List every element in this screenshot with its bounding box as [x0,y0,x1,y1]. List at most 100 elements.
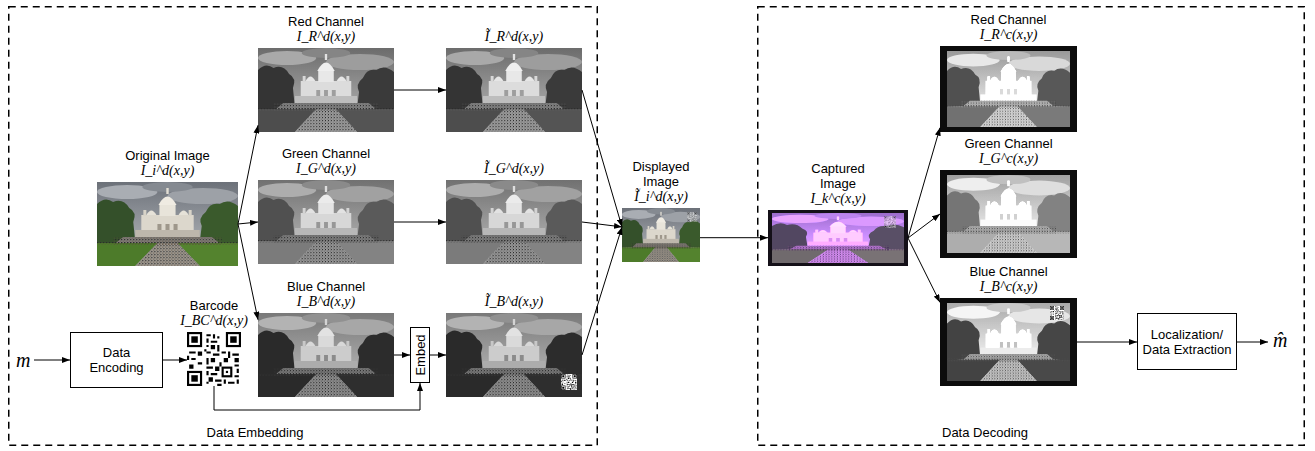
flow-arrow [394,222,446,223]
region-title: Data Decoding [942,425,1028,440]
caption-group: Displayed ImageĨ_i^d(x,y) [621,159,701,205]
math-label: I_G^c(x,y) [939,151,1079,167]
caption-text: Blue Channel [256,279,396,294]
caption-group: Ĩ_R^d(x,y) [444,29,584,45]
caption-group: Original ImageI_i^d(x,y) [88,148,248,179]
caption-group: Ĩ_B^d(x,y) [444,294,584,310]
process-box: Localization/ Data Extraction [1137,313,1237,370]
embedded-barcode [561,374,577,390]
image-panel: Green ChannelI_G^d(x,y) [258,180,394,264]
image-panel: Ĩ_B^d(x,y) [446,313,582,397]
flow-arrow [908,214,940,238]
message-symbol: m̂ [1273,329,1287,351]
caption-group: Red ChannelI_R^c(x,y) [939,12,1079,43]
math-label: I_B^d(x,y) [256,294,396,310]
flow-arrow [1077,342,1137,343]
embedded-barcode [687,212,697,222]
math-label: Ĩ_G^d(x,y) [444,161,584,177]
image-panel: Captured ImageI_k^c(x,y) [768,210,908,266]
caption-text: Green Channel [256,146,396,161]
red-channel-photo [446,48,582,132]
caption-group: Green ChannelI_G^c(x,y) [939,136,1079,167]
original-photo [97,182,238,266]
dashed-region: Data EmbeddingOriginal ImageI_i^d(x,y)Re… [8,6,598,446]
math-label: I_BC^d(x,y) [169,313,259,329]
region-outline [757,6,1305,446]
captured-red-channel [940,46,1077,132]
green-channel-photo [446,180,582,264]
caption-text: Red Channel [939,12,1079,27]
captured-photo [768,210,908,266]
image-panel: Red ChannelI_R^d(x,y) [258,48,394,132]
caption-text: Barcode [169,298,259,313]
blue-channel-photo [446,313,582,397]
box-label: Localization/ Data Extraction [1142,327,1232,357]
math-label: I_G^d(x,y) [256,161,396,177]
barcode-image [187,332,241,386]
box-label: Data Encoding [75,345,158,375]
dashed-border [758,7,1305,446]
process-box: Embed [410,327,430,383]
flow-arrow [238,125,258,224]
caption-group: BarcodeI_BC^d(x,y) [169,298,259,329]
caption-text: Red Channel [256,14,396,29]
caption-text: Blue Channel [939,264,1079,279]
math-label: I_R^c(x,y) [939,27,1079,43]
flow-arrow [908,128,940,238]
flow-arrow [214,383,420,410]
image-panel: Blue ChannelI_B^d(x,y) [258,313,394,397]
red-channel-photo [258,48,394,132]
image-panel: Blue ChannelI_B^c(x,y) [940,298,1077,386]
message-arrow [34,342,1268,360]
math-label: I_R^d(x,y) [256,29,396,45]
region-title: Data Embedding [207,425,304,440]
flow-arrow [394,90,446,91]
image-panel: Red ChannelI_R^c(x,y) [940,46,1077,132]
caption-group: Green ChannelI_G^d(x,y) [256,146,396,177]
caption-group: Blue ChannelI_B^c(x,y) [939,264,1079,295]
dashed-region: Data Decoding Captured ImageI_k^c(x,y) Red… [757,6,1305,446]
captured-green-channel [940,170,1077,258]
math-label: I_i^d(x,y) [88,163,248,179]
image-panel: Displayed ImageĨ_i^d(x,y) [622,208,700,262]
image-panel: BarcodeI_BC^d(x,y) [187,332,241,386]
displayed-photo [622,208,700,262]
caption-text: Original Image [88,148,248,163]
image-panel: Original ImageI_i^d(x,y) [97,182,238,266]
image-panel: Ĩ_G^d(x,y) [446,180,582,264]
flow-arrow [430,355,446,356]
flow-arrow [394,355,410,356]
blue-channel-photo [258,313,394,397]
math-label: Ĩ_B^d(x,y) [444,294,584,310]
caption-group: Captured ImageI_k^c(x,y) [798,161,878,207]
captured-blue-channel [940,298,1077,386]
box-label: Embed [413,334,428,375]
image-panel: Ĩ_R^d(x,y) [446,48,582,132]
math-label: I_k^c(x,y) [798,191,878,207]
flow-arrow [582,227,622,355]
flow-arrow [582,90,622,227]
caption-text: Green Channel [939,136,1079,151]
caption-group: Red ChannelI_R^d(x,y) [256,14,396,45]
math-label: Ĩ_R^d(x,y) [444,29,584,45]
caption-text: Displayed Image [621,159,701,189]
caption-text: Captured Image [798,161,878,191]
caption-group: Ĩ_G^d(x,y) [444,161,584,177]
flow-arrow [163,360,187,361]
flow-arrow [582,222,622,227]
message-symbol: m [16,349,30,371]
flow-arrow [700,237,768,238]
flow-arrow [238,222,258,224]
caption-group: Blue ChannelI_B^d(x,y) [256,279,396,310]
process-box: Data Encoding [70,332,163,388]
flow-arrow [908,238,940,302]
flow-arrow [238,224,258,320]
math-label: Ĩ_i^d(x,y) [621,189,701,205]
green-channel-photo [258,180,394,264]
math-label: I_B^c(x,y) [939,279,1079,295]
dashed-border [9,7,598,446]
image-panel: Green ChannelI_G^c(x,y) [940,170,1077,258]
